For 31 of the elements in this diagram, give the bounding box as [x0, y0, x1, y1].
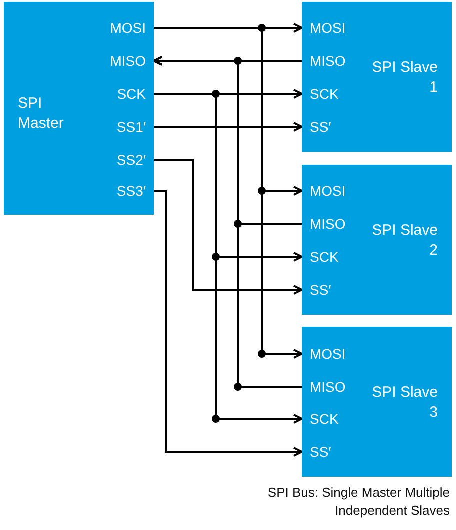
pin-label: SCK [302, 248, 339, 266]
signal-wire [154, 122, 303, 132]
signal-wire [153, 56, 302, 388]
pin-label: SS′ [302, 443, 332, 461]
block-title: SPI Master [18, 94, 65, 134]
pin-label: SCK [302, 410, 339, 428]
pin-label: MISO [110, 52, 154, 70]
signal-wire [154, 190, 303, 457]
pin-label: MISO [302, 215, 346, 233]
pin-label: MOSI [302, 182, 346, 200]
master-block [4, 2, 154, 215]
pin-label: SS′ [302, 281, 332, 299]
block-title: SPI Slave 2 [371, 221, 438, 261]
pin-label: SCK [117, 85, 154, 103]
pin-label: MISO [302, 52, 346, 70]
pin-label: MOSI [302, 19, 346, 37]
pin-label: SS′ [302, 118, 332, 136]
pin-label: SS2′ [116, 151, 154, 169]
pin-label: SS3′ [116, 182, 154, 200]
slave-block [302, 327, 452, 477]
pin-label: MISO [302, 378, 346, 396]
signal-wire [154, 159, 303, 295]
pin-label: SS1′ [116, 118, 154, 136]
pin-label: SCK [302, 85, 339, 103]
slave-block [302, 2, 452, 152]
pin-label: MOSI [302, 345, 346, 363]
caption: SPI Bus: Single Master Multiple Independent Slaves [266, 484, 450, 520]
block-title: SPI Slave 3 [371, 383, 438, 423]
pin-label: MOSI [110, 19, 154, 37]
block-title: SPI Slave 1 [371, 58, 438, 98]
slave-block [302, 165, 452, 315]
